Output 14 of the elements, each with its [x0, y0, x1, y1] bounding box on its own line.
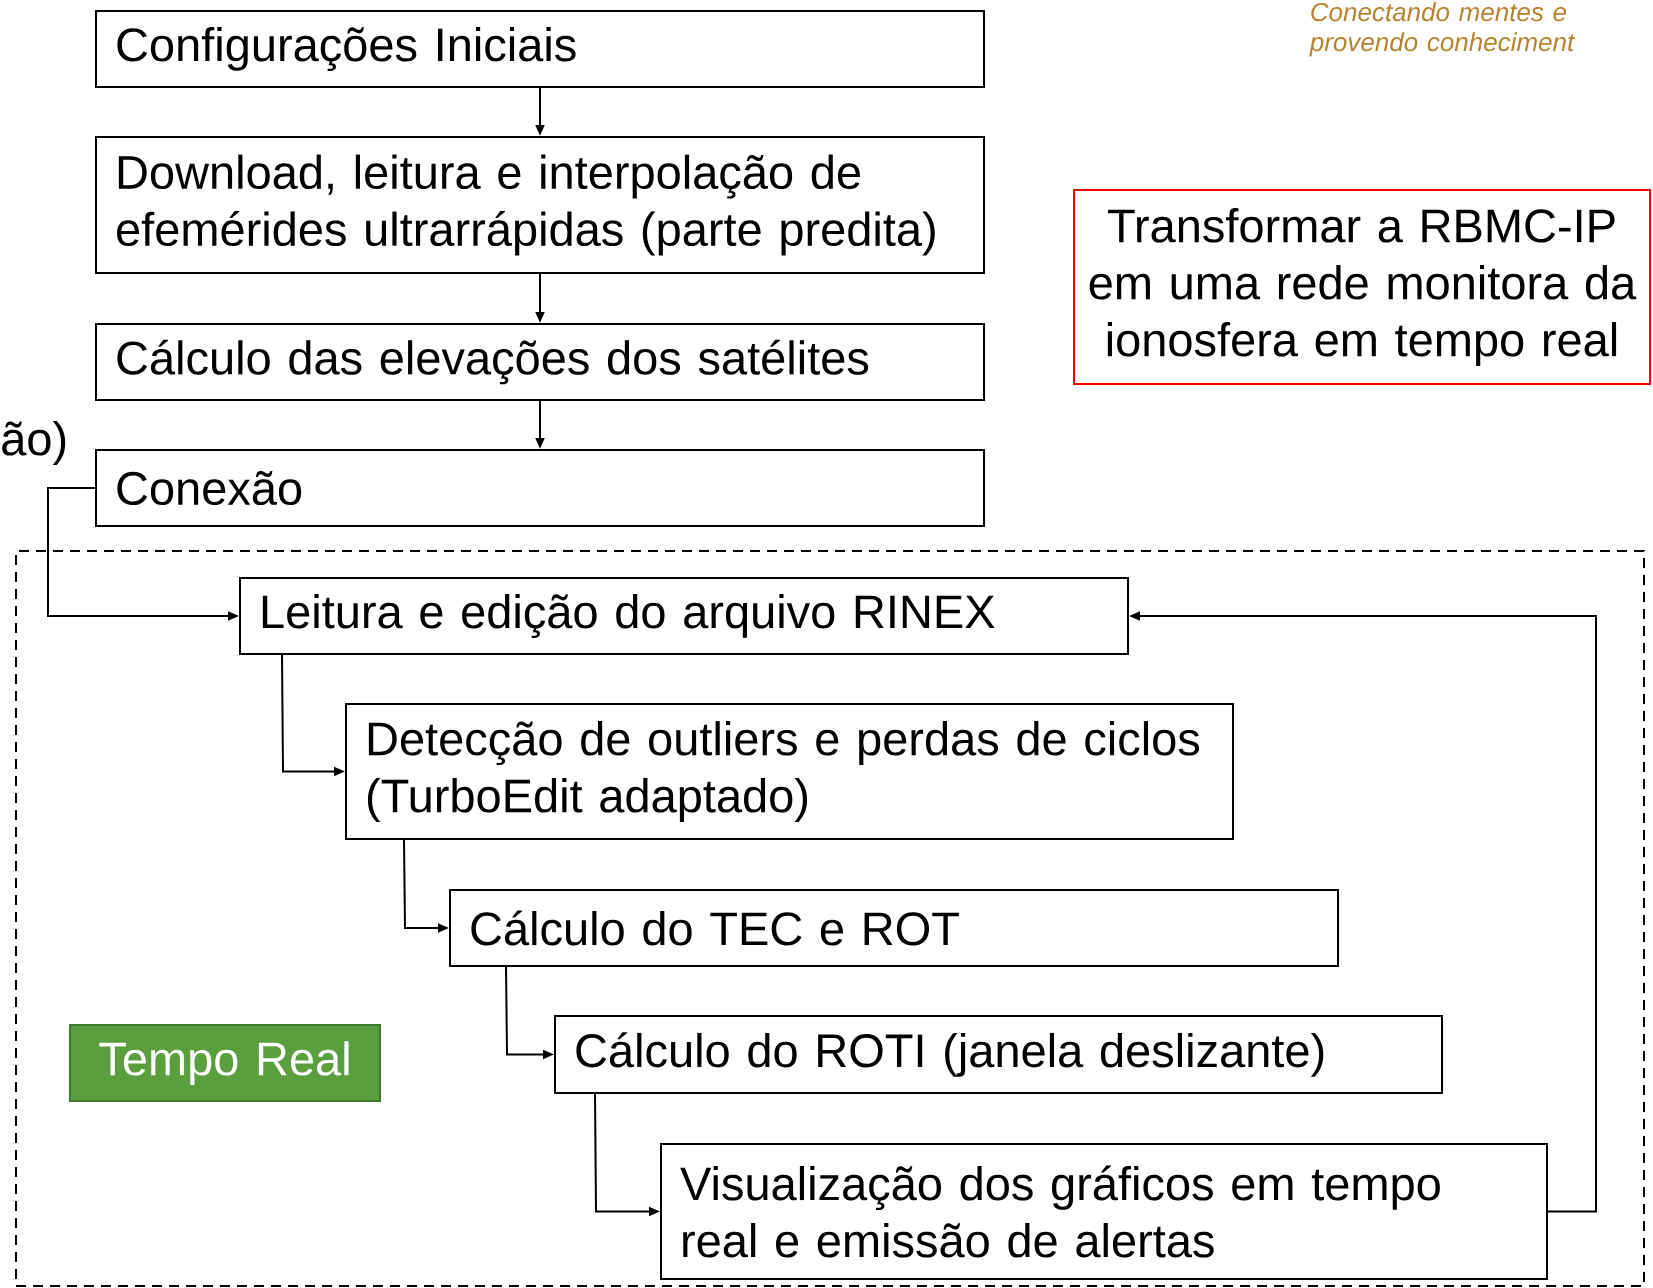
mode-label: Tempo Real: [69, 1024, 381, 1102]
process-box: Detecção de outliers e perdas de ciclos (TurboEdit adaptado): [345, 703, 1234, 840]
cut-text: ão): [2, 421, 66, 465]
process-box: Leitura e edição do arquivo RINEX: [239, 577, 1129, 655]
process-box: Cálculo do ROTI (janela deslizante): [554, 1015, 1443, 1094]
process-box: Visualização dos gráficos em tempo real e emissão de alertas: [660, 1143, 1548, 1280]
process-box: Conexão: [95, 449, 985, 527]
process-box: Cálculo do TEC e ROT: [449, 889, 1339, 967]
process-box: Configurações Iniciais: [95, 10, 985, 88]
tagline: Conectando mentes e provendo conheciment: [1309, 2, 1576, 57]
process-box: Cálculo das elevações dos satélites: [95, 323, 985, 401]
goal-box: Transformar a RBMC-IP em uma rede monitora da ionosfera em tempo real: [1073, 189, 1651, 385]
dashed-region: [15, 550, 1645, 1287]
process-box: Download, leitura e interpolação de efemérides ultrarrápidas (parte predita): [95, 136, 985, 274]
